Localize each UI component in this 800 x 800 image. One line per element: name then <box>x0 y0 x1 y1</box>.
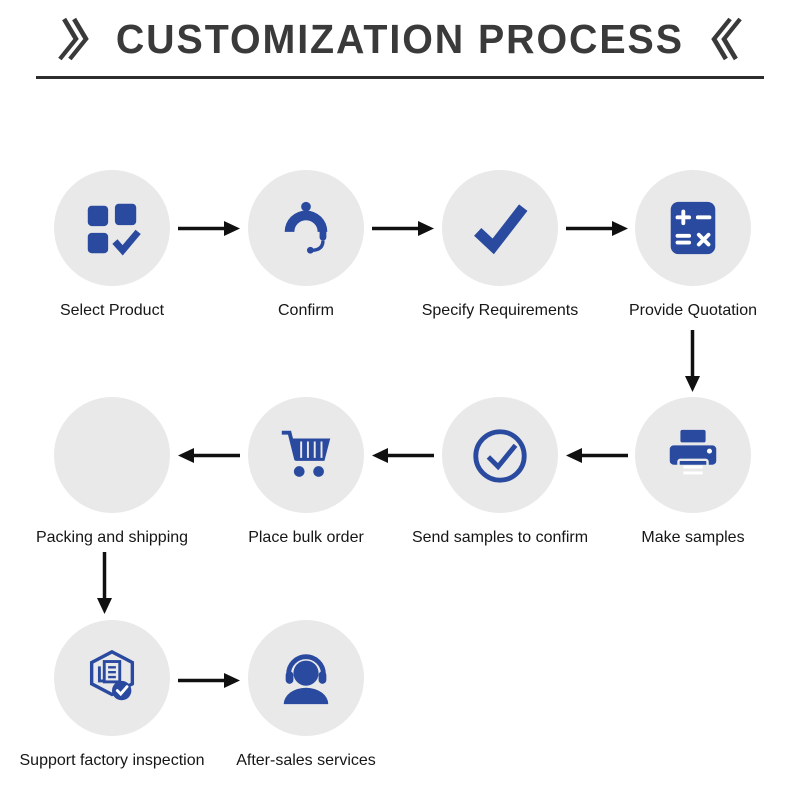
step-after-sales: After-sales services <box>206 620 406 771</box>
arrow-left-icon <box>372 448 434 463</box>
arrow-down-icon <box>685 330 700 392</box>
step-circle <box>54 397 170 513</box>
arrow-right-icon <box>372 221 434 236</box>
step-circle <box>635 170 751 286</box>
title-divider <box>36 76 764 79</box>
arrow-right-icon <box>178 221 240 236</box>
step-label: Support factory inspection <box>19 752 205 769</box>
step-label: Place bulk order <box>248 529 364 546</box>
package-box-icon <box>86 428 138 483</box>
step-circle <box>54 170 170 286</box>
factory-inspection-icon <box>89 649 135 701</box>
step-circle <box>248 170 364 286</box>
step-factory-inspection: Support factory inspection <box>12 620 212 771</box>
step-provide-quotation: Provide Quotation <box>593 170 793 321</box>
step-packing-shipping: Packing and shipping <box>12 397 212 548</box>
double-chevron-right-icon <box>58 17 89 61</box>
checkmark-icon <box>474 204 528 255</box>
step-place-bulk-order: Place bulk order <box>206 397 406 548</box>
step-label: Packing and shipping <box>35 529 189 546</box>
step-circle <box>442 397 558 513</box>
step-label: Make samples <box>641 529 745 546</box>
double-chevron-left-icon <box>711 17 742 61</box>
step-label: Confirm <box>277 302 334 319</box>
step-send-samples: Send samples to confirm <box>400 397 600 548</box>
step-label: Send samples to confirm <box>411 529 589 546</box>
step-make-samples: Make samples <box>593 397 793 548</box>
headset-support-icon <box>283 654 329 705</box>
step-specify-requirements: Specify Requirements <box>400 170 600 321</box>
step-label: Select Product <box>59 302 165 319</box>
arrow-right-icon <box>566 221 628 236</box>
arrow-left-icon <box>178 448 240 463</box>
arrow-left-icon <box>566 448 628 463</box>
step-circle <box>248 620 364 736</box>
step-circle <box>635 397 751 513</box>
step-label: After-sales services <box>236 752 376 769</box>
step-confirm: Confirm <box>206 170 406 321</box>
customer-service-icon <box>284 201 328 254</box>
step-label: Specify Requirements <box>421 302 579 319</box>
circle-check-icon <box>473 429 527 483</box>
arrow-right-icon <box>178 673 240 688</box>
page-title: CUSTOMIZATION PROCESS <box>115 15 685 62</box>
calculator-icon <box>670 201 716 255</box>
page-title-row: CUSTOMIZATION PROCESS <box>0 8 800 70</box>
shopping-cart-icon <box>281 430 331 477</box>
arrow-down-icon <box>97 552 112 614</box>
step-label: Provide Quotation <box>628 302 758 319</box>
step-select-product: Select Product <box>12 170 212 321</box>
step-circle <box>442 170 558 286</box>
printer-icon <box>669 429 717 481</box>
step-circle <box>248 397 364 513</box>
product-grid-check-icon <box>87 203 141 256</box>
step-circle <box>54 620 170 736</box>
